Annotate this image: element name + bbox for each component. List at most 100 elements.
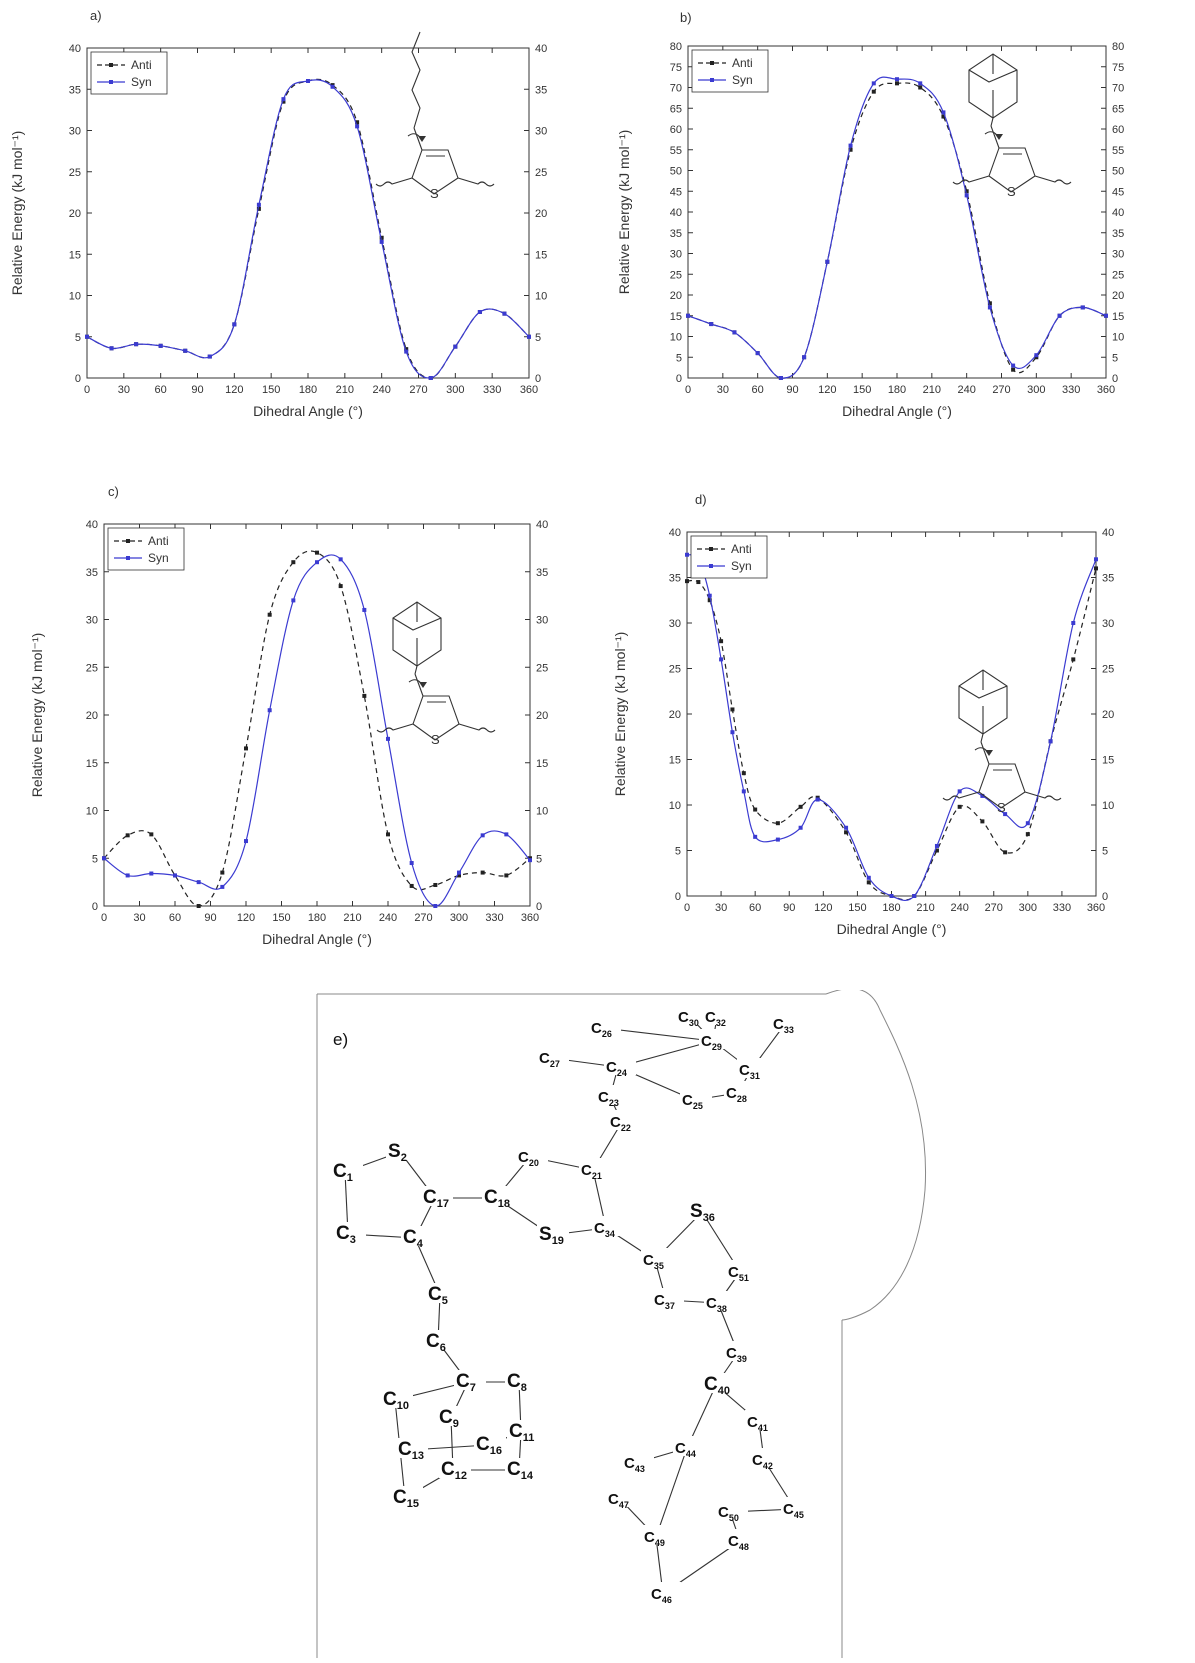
atom-label-bg	[642, 1525, 674, 1545]
x-tick-label: 360	[1087, 902, 1105, 914]
panel-label: b)	[680, 10, 692, 25]
y-tick-label-right: 10	[536, 806, 548, 818]
y-tick-label: 40	[69, 43, 81, 55]
y-tick-label-right: 0	[536, 901, 542, 913]
data-point-syn	[934, 843, 939, 848]
legend-marker	[709, 564, 713, 568]
data-point-syn	[912, 894, 917, 898]
y-tick-label-right: 30	[535, 126, 547, 138]
data-point-anti	[685, 579, 689, 584]
y-tick-label-right: 5	[1112, 352, 1118, 364]
legend-box	[691, 49, 769, 93]
data-point-anti	[125, 833, 130, 838]
data-point-anti	[987, 301, 992, 306]
x-tick-label: 60	[155, 384, 167, 396]
data-point-anti	[362, 693, 367, 698]
y-tick-label: 5	[675, 846, 681, 858]
data-point-syn	[428, 376, 433, 380]
data-point-anti	[281, 99, 286, 104]
thiophene-ring	[978, 763, 1026, 809]
y-tick-label-right: 30	[536, 615, 548, 627]
y-tick-label: 15	[86, 758, 98, 770]
series-line-syn	[103, 554, 531, 907]
data-point-anti	[291, 560, 296, 565]
y-tick-label: 35	[669, 573, 681, 585]
legend-marker	[126, 556, 130, 560]
data-point-syn	[527, 334, 531, 339]
data-point-anti	[941, 114, 946, 119]
atom-label-bg	[426, 1283, 458, 1303]
y-tick-label: 20	[669, 709, 681, 721]
data-point-anti	[775, 821, 780, 826]
side-bond-left	[375, 177, 413, 187]
legend-box	[690, 535, 768, 579]
y-tick-label-right: 25	[1112, 269, 1124, 281]
y-tick-label-right: 15	[1102, 755, 1114, 767]
y-tick-label: 35	[69, 84, 81, 96]
y-tick-label-right: 20	[535, 208, 547, 220]
y-tick-label-right: 10	[1112, 332, 1124, 344]
data-point-syn	[149, 871, 154, 876]
rotation-arrowhead	[418, 136, 426, 142]
data-point-syn	[755, 351, 760, 356]
y-tick-label-right: 55	[1112, 145, 1124, 157]
data-point-syn	[957, 789, 962, 794]
y-tick-label: 0	[675, 891, 681, 903]
series-line-anti	[686, 568, 1097, 901]
atom-label-bg	[608, 1110, 640, 1130]
data-point-anti	[934, 848, 939, 853]
data-point-anti	[957, 804, 962, 809]
data-point-syn	[244, 839, 248, 844]
data-point-syn	[844, 825, 849, 830]
data-point-syn	[102, 856, 106, 861]
y-tick-label-right: 0	[1112, 373, 1118, 385]
y-tick-label: 60	[670, 124, 682, 136]
y-tick-label-right: 0	[535, 373, 541, 385]
data-point-syn	[775, 837, 780, 842]
y-tick-label: 30	[669, 618, 681, 630]
data-point-syn	[134, 342, 139, 347]
x-tick-label: 210	[336, 384, 354, 396]
data-point-syn	[798, 825, 803, 830]
legend-marker	[109, 80, 113, 84]
data-point-syn	[825, 259, 830, 264]
data-point-syn	[404, 349, 409, 354]
x-tick-label: 240	[950, 902, 968, 914]
data-point-anti	[707, 598, 712, 603]
side-bond-right	[1034, 175, 1072, 185]
atom-label-bg	[726, 1260, 758, 1280]
x-tick-label: 30	[118, 384, 130, 396]
structure-inset: S	[942, 669, 1062, 815]
series-line-syn	[687, 76, 1107, 379]
x-tick-label: 90	[783, 902, 795, 914]
data-point-syn	[355, 124, 360, 129]
y-tick-label: 10	[670, 332, 682, 344]
plot-frame	[86, 47, 530, 379]
data-point-syn	[109, 346, 114, 351]
legend-label-syn: Syn	[732, 73, 753, 87]
sulfur-label: S	[431, 732, 440, 747]
x-tick-label: 270	[985, 902, 1003, 914]
y-tick-label: 10	[669, 800, 681, 812]
y-tick-label-right: 25	[535, 167, 547, 179]
data-point-syn	[1057, 313, 1062, 318]
y-tick-label: 70	[670, 83, 682, 95]
atom-label-bg	[396, 1438, 428, 1458]
data-point-syn	[256, 202, 261, 207]
x-tick-label: 240	[372, 384, 390, 396]
y-tick-label: 80	[670, 41, 682, 53]
x-tick-label: 330	[485, 912, 503, 924]
thiophene-ring	[411, 149, 459, 195]
x-tick-label: 300	[446, 384, 464, 396]
y-tick-label-right: 65	[1112, 103, 1124, 115]
methylene-bond	[990, 125, 1000, 149]
plot-frame	[687, 45, 1107, 379]
data-point-syn	[889, 894, 894, 898]
data-point-syn	[707, 593, 712, 598]
x-tick-label: 360	[520, 384, 538, 396]
data-point-syn	[267, 708, 272, 713]
cage-link-bond	[980, 733, 984, 743]
atom-label-bg	[724, 1341, 756, 1361]
adamantyl-cage	[392, 601, 442, 667]
